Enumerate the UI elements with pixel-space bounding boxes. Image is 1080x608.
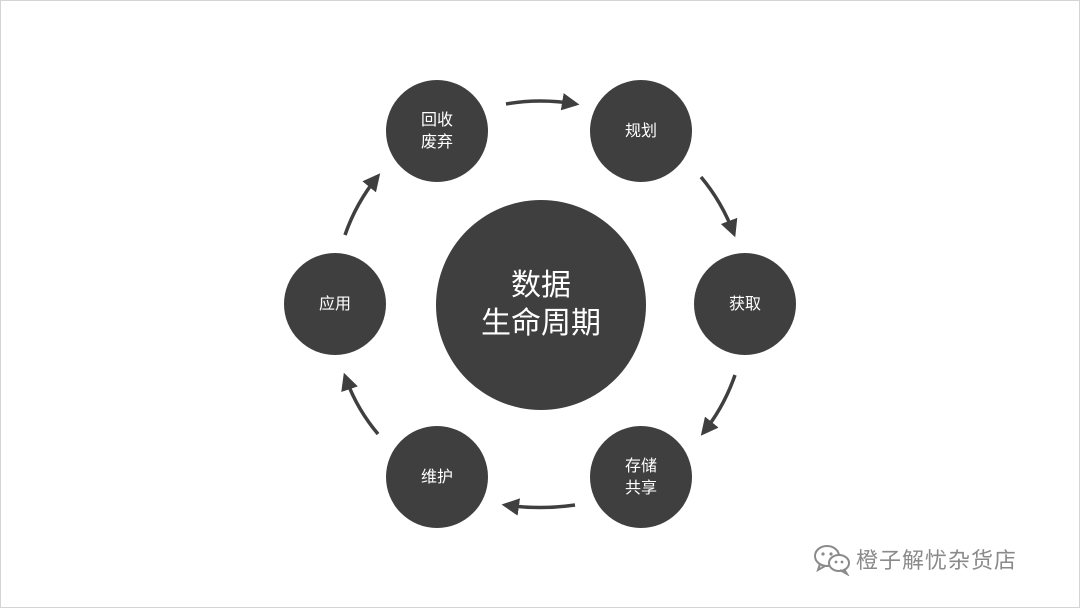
node-store-line1: 存储 (624, 456, 657, 475)
node-plan-label: 规划 (624, 121, 657, 140)
center-title-line1: 数据 (511, 268, 571, 303)
node-acquire-label: 获取 (728, 294, 761, 313)
center-title-line2: 生命周期 (481, 306, 601, 341)
node-plan: 规划 (590, 80, 692, 182)
arrow-recycle-to-plan (505, 93, 580, 111)
watermark-text: 橙子解忧杂货店 (856, 549, 1018, 574)
node-recycle: 回收 废弃 (386, 80, 488, 182)
arrow-maintain-to-apply (341, 372, 380, 436)
watermark: 橙子解忧杂货店 (812, 542, 1017, 576)
arrow-apply-to-recycle (343, 173, 381, 236)
wechat-icon (814, 545, 850, 576)
node-recycle-line2: 废弃 (420, 132, 453, 151)
node-acquire: 获取 (694, 253, 796, 355)
node-maintain-label: 维护 (420, 467, 453, 486)
center-circle: 数据 生命周期 (436, 200, 646, 410)
node-store: 存储 共享 (590, 426, 692, 528)
node-apply: 应用 (284, 253, 386, 355)
arrow-acquire-to-store (700, 374, 737, 436)
node-maintain: 维护 (386, 426, 488, 528)
node-recycle-line1: 回收 (420, 110, 453, 129)
node-store-line2: 共享 (624, 478, 657, 497)
node-apply-label: 应用 (318, 294, 351, 313)
arrow-plan-to-acquire (699, 175, 738, 238)
arrow-store-to-maintain (501, 498, 576, 516)
